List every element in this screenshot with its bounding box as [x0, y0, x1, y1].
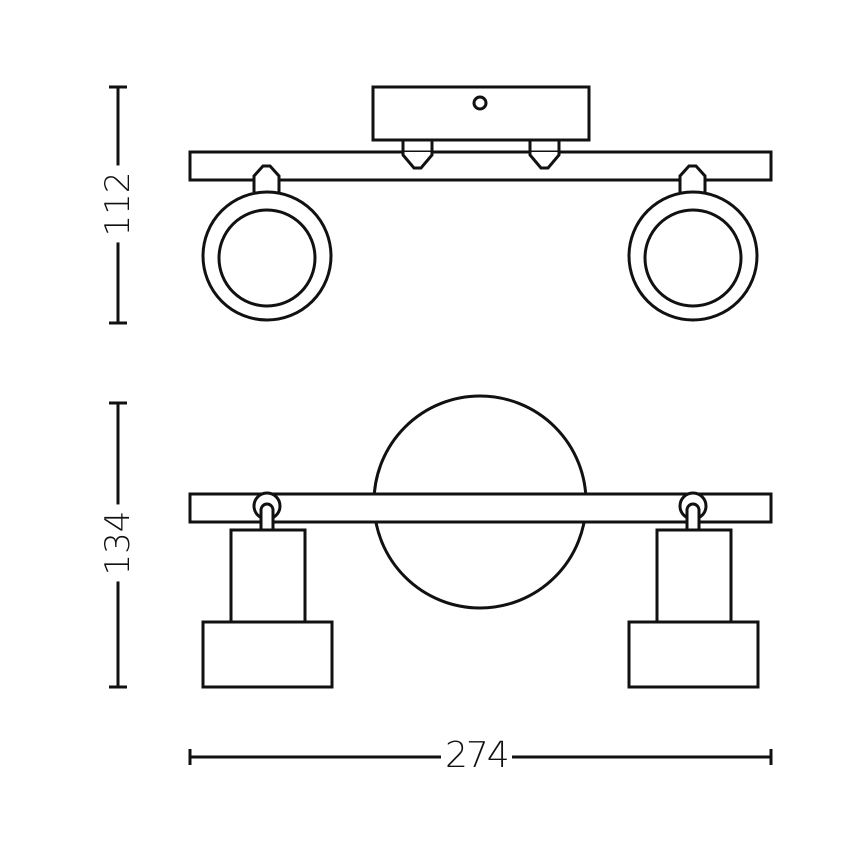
top-view: [188, 85, 773, 322]
spot-ring-right: [627, 164, 759, 322]
screw-hole-icon: [472, 95, 488, 111]
spot-left: [201, 491, 334, 689]
rail-top-view: [188, 150, 773, 182]
dimension-width: 274: [441, 738, 512, 774]
dimension-height-front-view: 134: [98, 504, 138, 582]
front-view: [188, 394, 773, 689]
rail-front-view: [188, 492, 773, 524]
spot-ring-left: [201, 164, 333, 322]
spot-right: [627, 491, 760, 689]
mounting-base: [371, 85, 591, 142]
dimension-height-top-view: 112: [98, 165, 138, 243]
